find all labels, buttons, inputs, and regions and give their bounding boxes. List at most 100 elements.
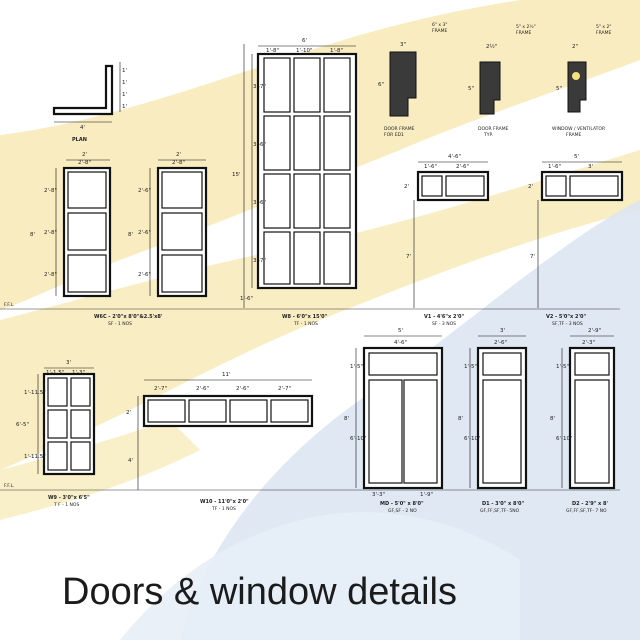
- window-w10: 11' 2'-7" 2'-6" 2'-6" 2'-7" 2' 4': [126, 372, 314, 490]
- svg-text:2'-6": 2'-6": [236, 386, 249, 392]
- svg-text:1': 1': [122, 80, 127, 86]
- svg-text:2'-8": 2'-8": [78, 160, 91, 166]
- svg-text:2'-9": 2'-9": [588, 328, 601, 334]
- svg-text:2'-6": 2'-6": [138, 272, 151, 278]
- d2-qty: GF,FF,SF,TF- 7 NO: [566, 508, 607, 514]
- w8-qty: TF - 1 NOS: [293, 321, 318, 327]
- svg-text:5" x 2½": 5" x 2½": [516, 23, 536, 30]
- md-label: MD - 5'0" x 8'0": [380, 501, 424, 507]
- svg-text:2½": 2½": [486, 43, 497, 50]
- svg-text:6" x 3": 6" x 3": [432, 22, 447, 28]
- d1-qty: GF,FF,SF,TF- 5NO: [480, 508, 520, 514]
- w9-qty: T F - 1 NOS: [53, 502, 79, 508]
- svg-text:5': 5': [574, 154, 579, 160]
- svg-text:2'-7": 2'-7": [278, 386, 291, 392]
- svg-text:1'-6": 1'-6": [424, 164, 437, 170]
- svg-text:1'-6": 1'-6": [240, 296, 253, 302]
- window-w6c: 2' 2'-8" 8' 2'-8" 2'-8" 2'-8": [30, 152, 112, 298]
- svg-text:2'-8": 2'-8": [44, 230, 57, 236]
- window-w9: 3' 1'-1.5" 1'-3" 6'-5" 1'-11.5" 1'-11.5": [16, 360, 96, 476]
- w6c-label: W6C - 2'0"x 8'0"&2.5'x8': [94, 314, 163, 320]
- svg-text:1'-8": 1'-8": [266, 48, 279, 54]
- v2-label: V2 - 5'0"x 2'0": [546, 314, 586, 320]
- svg-text:8': 8': [30, 232, 35, 238]
- svg-text:2': 2': [126, 410, 131, 416]
- svg-text:6': 6': [302, 38, 307, 44]
- w6c-qty: SF - 1 NOS: [108, 321, 132, 327]
- svg-text:1'-10": 1'-10": [296, 48, 313, 54]
- frame-section-1: 3" 6" 6" x 3" FRAME DOOR FRAME FOR ED1: [378, 22, 447, 138]
- svg-text:1'-5": 1'-5": [556, 364, 569, 370]
- svg-text:2'-8": 2'-8": [44, 188, 57, 194]
- svg-text:3": 3": [400, 42, 406, 48]
- svg-text:2": 2": [572, 44, 578, 50]
- svg-text:2': 2': [82, 152, 87, 158]
- svg-text:3': 3': [588, 164, 593, 170]
- blue-wash-2: [120, 512, 520, 640]
- svg-text:6'-10": 6'-10": [350, 436, 367, 442]
- ventilator-v2: 5' 1'-6" 3' 2' 7': [528, 154, 624, 308]
- frame-section-3: 2" 5" 5" x 2" FRAME WINDOW / VENTILATOR …: [552, 24, 611, 138]
- page-title: Doors & window details: [62, 571, 457, 613]
- svg-text:FRAME: FRAME: [432, 28, 447, 34]
- d1-label: D1 - 3'0" x 8'0": [482, 501, 524, 507]
- svg-text:TYP.: TYP.: [483, 132, 493, 138]
- w9-label: W9 - 3'0"x 6'5": [48, 495, 90, 501]
- svg-text:2'-6": 2'-6": [456, 164, 469, 170]
- svg-text:4': 4': [80, 125, 85, 131]
- svg-text:2': 2': [528, 184, 533, 190]
- ventilator-v1: 4'-6" 1'-6" 2'-6" 2' 7': [404, 154, 490, 308]
- ffl-lines: F.F.L. F.F.L.: [0, 302, 620, 491]
- svg-text:1': 1': [122, 104, 127, 110]
- svg-text:FOR ED1: FOR ED1: [384, 132, 404, 138]
- door-md: 5' 4'-6" 8' 1'-5" 6'-10" 3'-3" 1'-9": [344, 328, 444, 498]
- window-w6c-b: 2' 2'-8" 8' 2'-6" 2'-6" 2'-6": [128, 152, 208, 298]
- svg-text:6'-10": 6'-10": [556, 436, 573, 442]
- d2-label: D2 - 2'9" x 8': [572, 501, 608, 507]
- svg-text:5": 5": [468, 86, 474, 92]
- svg-text:1'-11.5": 1'-11.5": [24, 390, 46, 396]
- svg-text:3'-6": 3'-6": [253, 142, 266, 148]
- svg-text:7': 7': [530, 254, 535, 260]
- svg-text:2'-8": 2'-8": [172, 160, 185, 166]
- svg-text:8': 8': [344, 416, 349, 422]
- ffl-label-top: F.F.L.: [4, 302, 15, 308]
- svg-text:5': 5': [398, 328, 403, 334]
- w10-label: W10 - 11'0"x 2'0": [200, 499, 249, 505]
- svg-text:DOOR FRAME: DOOR FRAME: [478, 126, 509, 132]
- svg-text:4'-6": 4'-6": [448, 154, 461, 160]
- svg-text:3'-6": 3'-6": [253, 200, 266, 206]
- svg-text:11': 11': [222, 372, 231, 378]
- svg-text:3': 3': [500, 328, 505, 334]
- v1-qty: SF - 3 NOS: [432, 321, 456, 327]
- svg-text:8': 8': [550, 416, 555, 422]
- svg-text:1'-6": 1'-6": [548, 164, 561, 170]
- svg-text:3'-3": 3'-3": [372, 492, 385, 498]
- svg-text:2'-8": 2'-8": [44, 272, 57, 278]
- v1-label: V1 - 4'6"x 2'0": [424, 314, 464, 320]
- svg-text:2'-6": 2'-6": [138, 230, 151, 236]
- w10-qty: TF - 1 NOS: [211, 506, 236, 512]
- svg-text:4': 4': [128, 458, 133, 464]
- svg-text:3': 3': [66, 360, 71, 366]
- svg-text:6'-5": 6'-5": [16, 422, 29, 428]
- svg-text:1'-9": 1'-9": [420, 492, 433, 498]
- v2-qty: SF,TF - 3 NOS: [552, 321, 583, 327]
- svg-text:8': 8': [458, 416, 463, 422]
- svg-text:1'-5": 1'-5": [464, 364, 477, 370]
- svg-text:1': 1': [122, 68, 127, 74]
- svg-text:WINDOW / VENTILATOR: WINDOW / VENTILATOR: [552, 126, 605, 132]
- svg-text:FRAME: FRAME: [566, 132, 581, 138]
- svg-text:FRAME: FRAME: [516, 30, 531, 36]
- svg-text:7': 7': [406, 254, 411, 260]
- w8-label: W8 - 6'0"x 15'0": [282, 314, 328, 320]
- plan-detail: 4' PLAN 1' 1' 1' 1': [52, 62, 127, 143]
- svg-text:1'-11.5": 1'-11.5": [24, 454, 46, 460]
- svg-text:6": 6": [378, 82, 384, 88]
- md-qty: GF,SF - 2 NO: [388, 508, 417, 514]
- door-d2: 2'-9" 2'-3" 8' 1'-5" 6'-10": [550, 328, 616, 490]
- svg-text:2'-7": 2'-7": [154, 386, 167, 392]
- svg-text:3'-7": 3'-7": [253, 258, 266, 264]
- svg-text:4'-6": 4'-6": [394, 340, 407, 346]
